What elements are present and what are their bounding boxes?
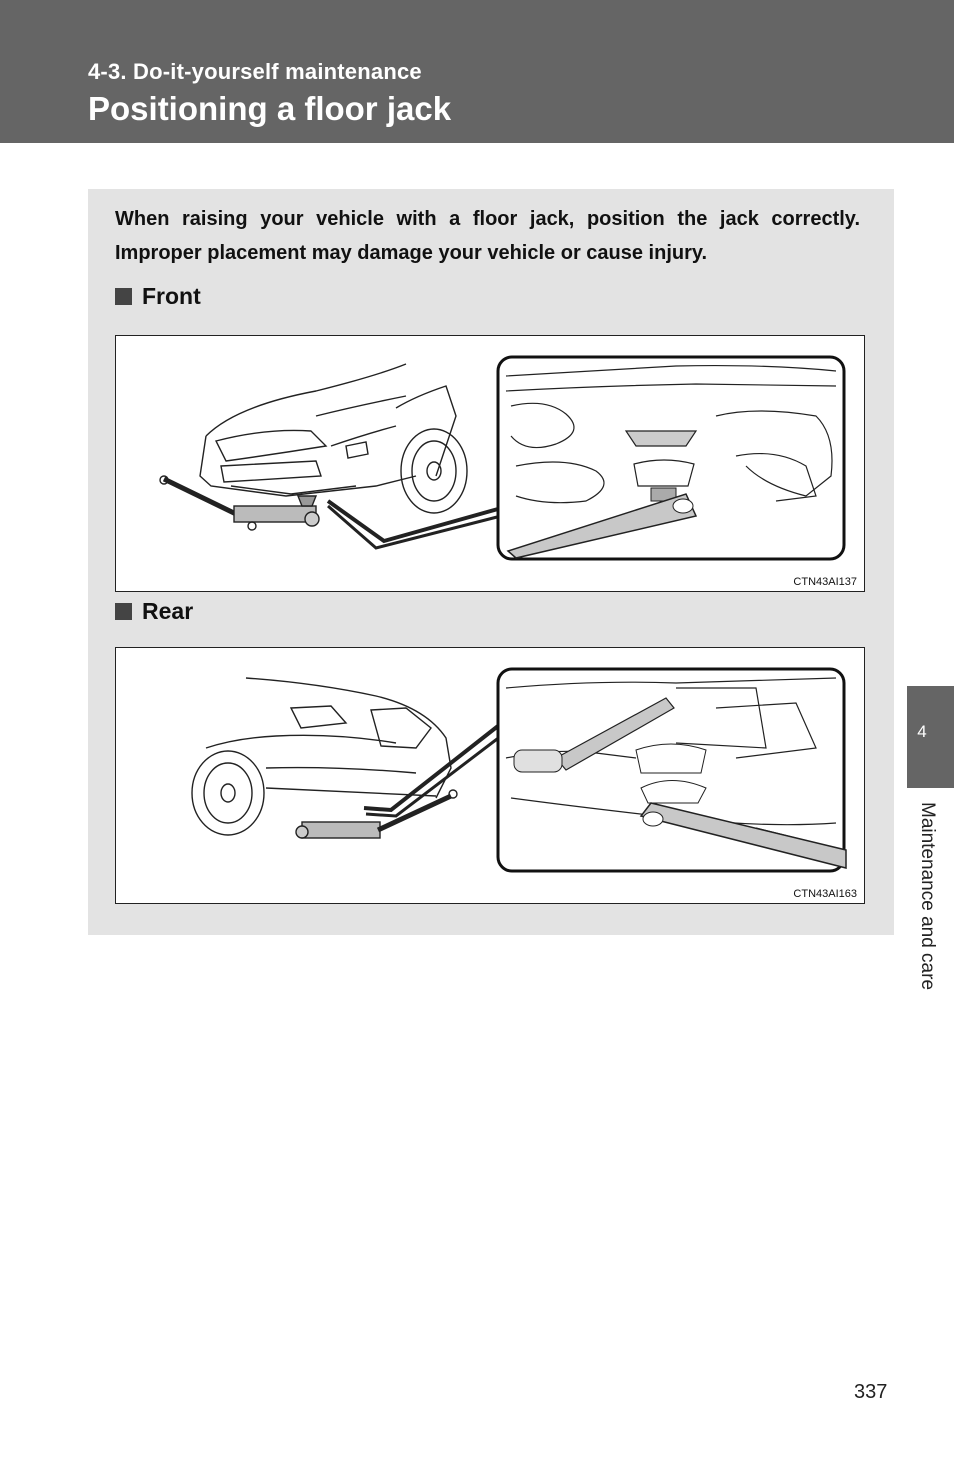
page-title: Positioning a floor jack — [88, 90, 452, 127]
rear-illustration — [191, 667, 847, 873]
front-heading: Front — [115, 283, 201, 310]
intro-paragraph: When raising your vehicle with a floor j… — [115, 208, 860, 264]
square-bullet-icon — [115, 288, 132, 305]
front-heading-label: Front — [142, 283, 201, 309]
rear-heading: Rear — [115, 598, 193, 625]
figure-code: CTN43AI163 — [793, 888, 857, 900]
rear-figure: CTN43AI163 — [115, 647, 865, 904]
figure-code: CTN43AI137 — [793, 576, 857, 588]
chapter-tab: 4 — [907, 686, 954, 788]
chapter-number: 4 — [917, 722, 927, 741]
front-figure: CTN43AI137 — [115, 335, 865, 592]
square-bullet-icon — [115, 603, 132, 620]
chapter-label: Maintenance and care — [917, 802, 938, 991]
rear-heading-label: Rear — [142, 598, 194, 624]
page-header: 4-3. Do-it-yourself maintenance Position… — [0, 0, 954, 143]
front-illustration — [159, 355, 846, 561]
section-label: 4-3. Do-it-yourself maintenance — [88, 59, 422, 84]
page-number: 337 — [854, 1381, 888, 1403]
